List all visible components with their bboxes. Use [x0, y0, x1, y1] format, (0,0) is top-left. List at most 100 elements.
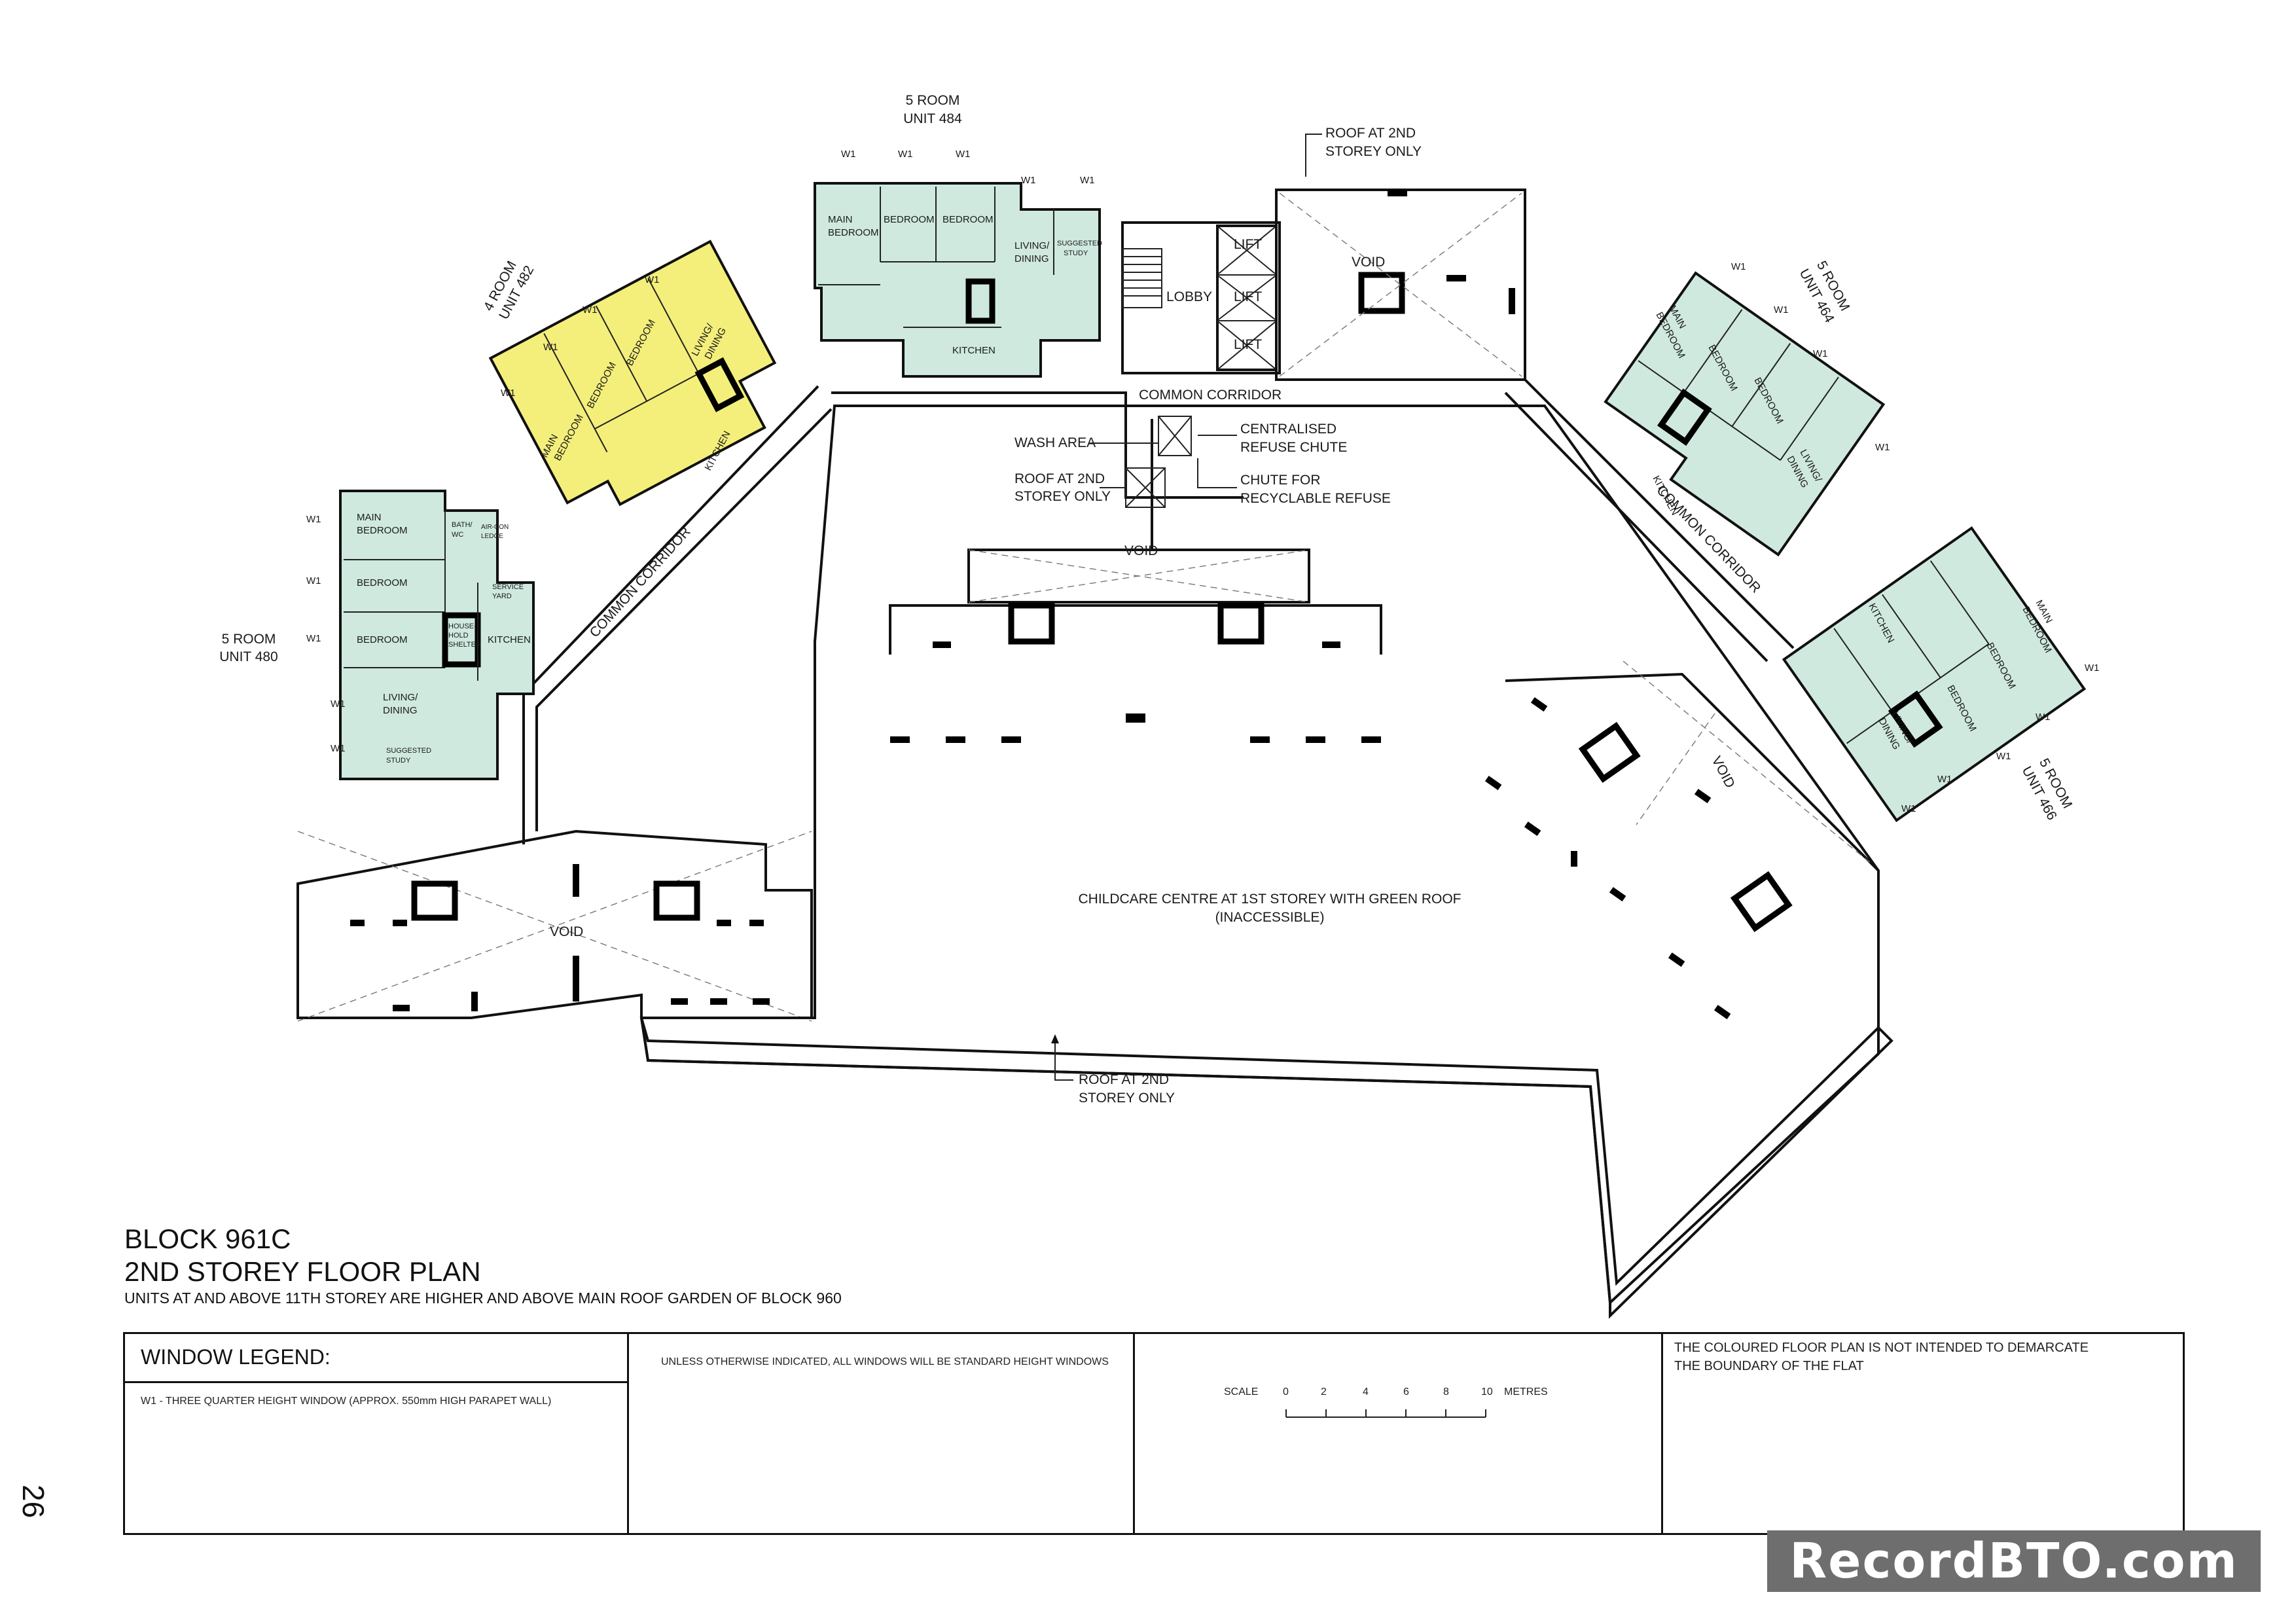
recycle-chute-label: RECYCLABLE REFUSE [1240, 491, 1391, 506]
disclaimer-line: THE BOUNDARY OF THE FLAT [1674, 1359, 1864, 1373]
window-tag: W1 [543, 342, 558, 353]
room-label: AIR-CON [481, 524, 509, 531]
room-label: BEDROOM [357, 577, 408, 588]
legend-heading: WINDOW LEGEND: [141, 1345, 331, 1369]
unit-480-plan [339, 490, 535, 780]
void-label: VOID [1352, 255, 1385, 270]
room-label: MAIN [357, 512, 382, 523]
room-label: BEDROOM [942, 214, 994, 225]
wash-area-label: WASH AREA [1014, 435, 1096, 450]
window-tag: W1 [1996, 751, 2011, 762]
room-label: SERVICE [492, 583, 524, 591]
window-tag: W1 [583, 304, 598, 316]
unit-482-plan [488, 240, 777, 507]
scale-tick-label: 8 [1443, 1386, 1449, 1398]
roof-note-mid: ROOF AT 2ND [1014, 471, 1105, 486]
window-tag: W1 [1813, 348, 1828, 359]
window-tag: W1 [1875, 442, 1890, 453]
window-tag: W1 [501, 388, 516, 399]
room-label: LEDGE [481, 533, 503, 540]
window-tag: W1 [1937, 774, 1952, 785]
scale-tick-label: 2 [1321, 1386, 1327, 1398]
watermark-badge: RecordBTO.com [1767, 1530, 2261, 1592]
block-title: BLOCK 961C [124, 1223, 291, 1254]
window-tag: W1 [1021, 175, 1036, 186]
room-label: HOUSE- [448, 623, 476, 630]
window-tag: W1 [2036, 712, 2051, 723]
window-tag: W1 [306, 514, 321, 525]
recycle-chute-label: CHUTE FOR [1240, 473, 1321, 488]
unit-484-plan [814, 182, 1101, 378]
height-note: UNITS AT AND ABOVE 11TH STOREY ARE HIGHE… [124, 1290, 842, 1307]
plan-title: 2ND STOREY FLOOR PLAN [124, 1256, 481, 1287]
scale-unit: METRES [1504, 1386, 1548, 1398]
window-tag: W1 [1731, 261, 1746, 272]
room-label: DINING [1014, 253, 1049, 264]
void-shafts [411, 272, 1793, 932]
room-label: SUGGESTED [1057, 240, 1102, 247]
room-label: BATH/ [452, 521, 473, 529]
lift-core [1121, 221, 1281, 374]
window-tag: W1 [956, 149, 971, 160]
window-tag: W1 [898, 149, 913, 160]
scale-tick-label: 10 [1481, 1386, 1493, 1398]
legend-w1-text: W1 - THREE QUARTER HEIGHT WINDOW (APPROX… [141, 1396, 552, 1407]
void-label: VOID [1124, 543, 1158, 558]
roof-note-top: ROOF AT 2ND [1325, 126, 1416, 141]
window-tag: W1 [2085, 662, 2100, 674]
room-label: SHELTER [448, 641, 481, 649]
room-label: DINING [383, 705, 418, 716]
roof-note-bottom: STOREY ONLY [1079, 1091, 1175, 1106]
room-label: YARD [492, 592, 512, 600]
scale-tick-label: 6 [1403, 1386, 1409, 1398]
corridor-label: COMMON CORRIDOR [1139, 388, 1282, 403]
void-label: VOID [1709, 754, 1738, 791]
unit-480-name: UNIT 480 [219, 649, 278, 664]
refuse-chute-label: CENTRALISED [1240, 422, 1336, 437]
room-label: BEDROOM [357, 525, 408, 536]
title-block: BLOCK 961C 2ND STOREY FLOOR PLAN UNITS A… [124, 1223, 842, 1308]
unit-464-plan [1604, 271, 1886, 557]
room-label: BEDROOM [357, 634, 408, 645]
scale-bar [1285, 1409, 1486, 1418]
roof-note-mid: STOREY ONLY [1014, 489, 1111, 504]
legend-cell-scale [1133, 1332, 1663, 1535]
disclaimer-line: THE COLOURED FLOOR PLAN IS NOT INTENDED … [1674, 1341, 2089, 1355]
standard-window-note: UNLESS OTHERWISE INDICATED, ALL WINDOWS … [661, 1356, 1109, 1367]
childcare-note: CHILDCARE CENTRE AT 1ST STOREY WITH GREE… [1079, 892, 1462, 907]
scale-tick-label: 4 [1363, 1386, 1369, 1398]
room-label: BEDROOM [884, 214, 935, 225]
room-label: WC [452, 531, 463, 539]
window-tag: W1 [306, 575, 321, 586]
window-tag: W1 [306, 633, 321, 644]
unit-480-type: 5 ROOM [222, 632, 276, 647]
window-tag: W1 [331, 698, 346, 710]
structural-piers [350, 641, 1731, 1020]
room-label: STUDY [1064, 249, 1088, 257]
roof-note-top: STOREY ONLY [1325, 144, 1422, 159]
scale-tick-label: 0 [1283, 1386, 1289, 1398]
window-tag: W1 [645, 274, 660, 285]
lift-label: LIFT [1234, 289, 1262, 304]
room-label: BEDROOM [828, 227, 879, 238]
window-tag: W1 [1774, 304, 1789, 316]
podium-roof-outline [296, 405, 1893, 1319]
room-label: STUDY [386, 757, 411, 765]
room-label: SUGGESTED [386, 747, 431, 755]
window-tags: W1 W1 W1 W1 W1 W1 W1 W1 W1 W1 W1 W1 W1 W… [306, 149, 2100, 814]
unit-466-plan [1782, 526, 2087, 823]
corridor-label: COMMON CORRIDOR [587, 524, 694, 641]
lobby-label: LOBBY [1166, 289, 1212, 304]
unit-484-name: UNIT 484 [903, 111, 962, 126]
window-tag: W1 [1901, 803, 1916, 814]
scale-label: SCALE [1224, 1386, 1259, 1398]
refuse-chute-label: REFUSE CHUTE [1240, 440, 1347, 455]
unit-484-type: 5 ROOM [906, 93, 960, 108]
roof-note-bottom: ROOF AT 2ND [1079, 1072, 1169, 1087]
window-tag: W1 [841, 149, 856, 160]
lift-label: LIFT [1234, 237, 1262, 252]
page-number: 26 [16, 1485, 50, 1519]
room-label: KITCHEN [488, 634, 531, 645]
room-label: LIVING/ [383, 692, 418, 703]
